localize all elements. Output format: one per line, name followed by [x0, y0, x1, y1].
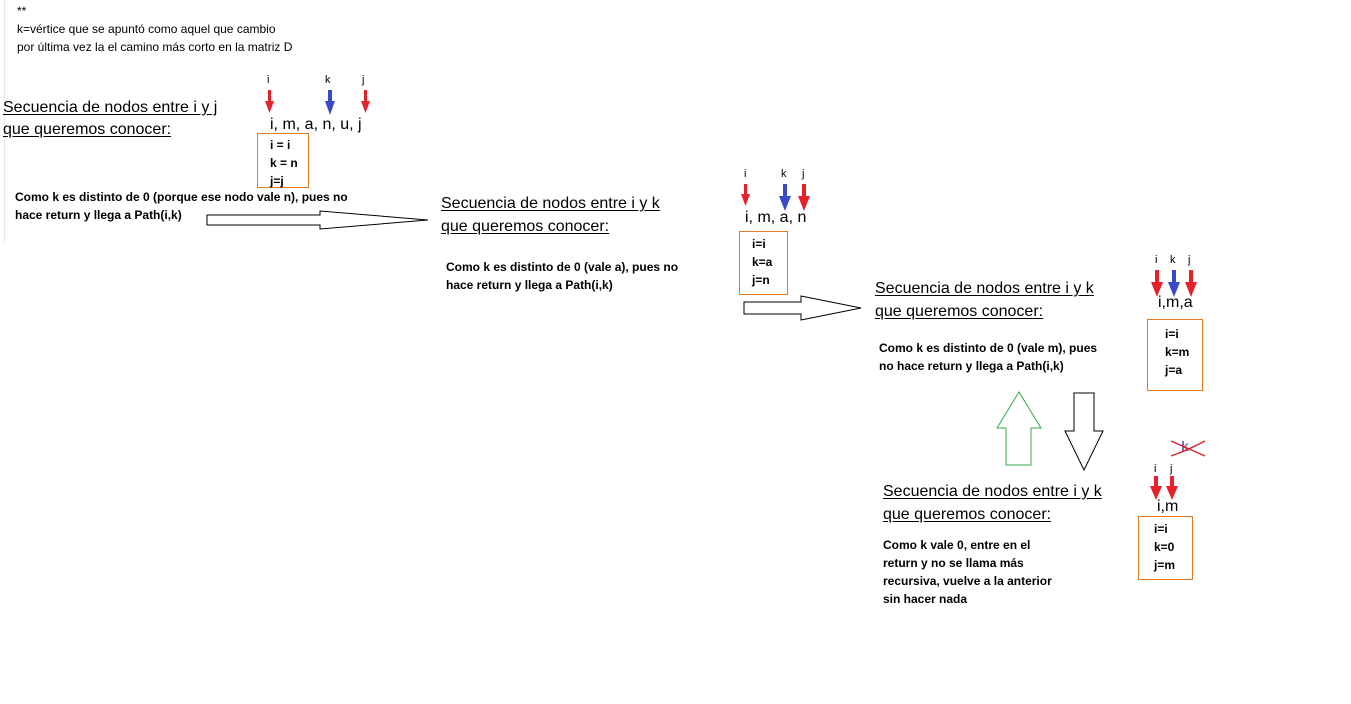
note-line-1: k=vértice que se apuntó como aquel que c… — [17, 22, 276, 36]
step4-crossed-k-label: k — [1181, 438, 1189, 454]
step3-heading-line-1: Secuencia de nodos entre i y k — [875, 280, 1094, 297]
step4-cross-out-mark — [1170, 440, 1206, 457]
flow-arrow-down — [1064, 392, 1104, 472]
margin-line — [4, 0, 5, 242]
step3-heading-line-2: que queremos conocer: — [875, 303, 1044, 320]
step1-pointer-j-arrow — [361, 90, 370, 113]
step4-pointer-j-label: j — [1170, 463, 1173, 475]
note-line-2: por última vez la el camino más corto en… — [17, 40, 293, 54]
step1-pointer-i-label: i — [267, 74, 270, 86]
step3-pointer-k-arrow — [1168, 270, 1180, 297]
step1-pointer-k-label: k — [325, 74, 331, 86]
step4-pointer-j-arrow — [1166, 476, 1178, 500]
step4-box-k: k=0 — [1154, 540, 1175, 554]
step1-heading-line-1: Secuencia de nodos entre i y j — [3, 99, 218, 116]
step4-box-i: i=i — [1154, 522, 1168, 536]
step1-description-line-1: Como k es distinto de 0 (porque ese nodo… — [15, 190, 348, 204]
step4-box-j: j=m — [1154, 558, 1176, 572]
step1-pointer-i-arrow — [265, 90, 274, 113]
step1-box-i: i = i — [270, 138, 291, 152]
step4-variable-box: i=i k=0 j=m — [1138, 516, 1193, 580]
step2-box-k: k=a — [752, 255, 773, 269]
flow-arrow-right-1 — [206, 210, 429, 230]
step4-description-line-1: Como k vale 0, entre en el — [883, 538, 1031, 552]
step4-description-line-4: sin hacer nada — [883, 592, 968, 606]
step2-heading-line-2: que queremos conocer: — [441, 218, 610, 235]
step1-description-line-2: hace return y llega a Path(i,k) — [15, 208, 182, 222]
step4-heading-line-2: que queremos conocer: — [883, 506, 1052, 523]
step2-pointer-i-label: i — [744, 168, 747, 180]
step2-box-j: j=n — [752, 273, 770, 287]
step2-box-i: i=i — [752, 237, 766, 251]
step3-description-line-2: no hace return y llega a Path(i,k) — [879, 359, 1064, 373]
step2-variable-box: i=i k=a j=n — [739, 231, 788, 295]
step3-description-line-1: Como k es distinto de 0 (vale m), pues — [879, 341, 1098, 355]
step3-box-j: j=a — [1165, 363, 1183, 377]
step1-sequence: i, m, a, n, u, j — [270, 116, 362, 133]
step2-sequence: i, m, a, n — [745, 209, 807, 226]
step3-pointer-j-arrow — [1185, 270, 1197, 297]
step2-pointer-k-label: k — [781, 168, 787, 180]
step2-pointer-i-arrow — [741, 184, 750, 206]
step4-pointer-i-arrow — [1150, 476, 1162, 500]
step3-box-k: k=m — [1165, 345, 1190, 359]
step1-box-j: j=j — [270, 174, 284, 188]
step3-variable-box: i=i k=m j=a — [1147, 319, 1203, 391]
step2-pointer-k-arrow — [779, 184, 791, 211]
step3-pointer-k-label: k — [1170, 254, 1176, 266]
return-arrow-up — [996, 391, 1042, 466]
step1-variable-box: i = i k = n j=j — [257, 133, 309, 188]
step2-description-line-2: hace return y llega a Path(i,k) — [446, 278, 613, 292]
step4-description-line-3: recursiva, vuelve a la anterior — [883, 574, 1052, 588]
step4-sequence: i,m — [1157, 498, 1179, 515]
step1-pointer-k-arrow — [325, 90, 335, 115]
step4-description-line-2: return y no se llama más — [883, 556, 1024, 570]
step3-sequence: i,m,a — [1158, 294, 1193, 311]
note-stars: ** — [17, 4, 27, 18]
step2-pointer-j-label: j — [802, 168, 805, 180]
step3-pointer-i-label: i — [1155, 254, 1158, 266]
step3-pointer-i-arrow — [1151, 270, 1163, 297]
step4-pointer-i-label: i — [1154, 463, 1157, 475]
step2-description-line-1: Como k es distinto de 0 (vale a), pues n… — [446, 260, 679, 274]
step2-pointer-j-arrow — [798, 184, 810, 211]
step1-heading-line-2: que queremos conocer: — [3, 121, 172, 138]
step3-box-i: i=i — [1165, 327, 1179, 341]
step3-pointer-j-label: j — [1188, 254, 1191, 266]
step1-pointer-j-label: j — [362, 74, 365, 86]
flow-arrow-right-2 — [743, 295, 862, 321]
step4-heading-line-1: Secuencia de nodos entre i y k — [883, 483, 1102, 500]
step1-box-k: k = n — [270, 156, 298, 170]
step2-heading-line-1: Secuencia de nodos entre i y k — [441, 195, 660, 212]
